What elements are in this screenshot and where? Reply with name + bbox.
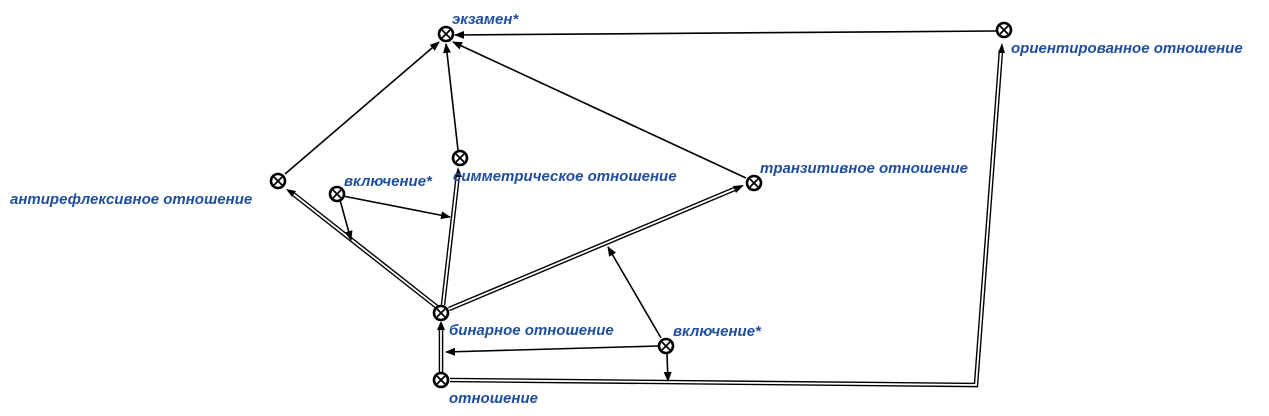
edge-vkl1-to-antiref-edge bbox=[339, 199, 353, 241]
edge-vkl2-to-otnosh-binar-edge bbox=[445, 345, 659, 356]
label-binar: бинарное отношение bbox=[449, 322, 614, 339]
node-vkl1[interactable] bbox=[328, 185, 346, 203]
node-tranz[interactable] bbox=[745, 174, 763, 192]
edge-binar-to-simm bbox=[440, 167, 462, 306]
node-vkl2[interactable] bbox=[657, 337, 675, 355]
edge-simm-to-ekzamen bbox=[443, 43, 459, 151]
edge-vkl1-to-simm-edge bbox=[342, 195, 451, 220]
label-simm: симметрическое отношение bbox=[453, 168, 677, 185]
label-ekzamen: экзамен* bbox=[452, 11, 519, 28]
label-tranz: транзитивное отношение bbox=[760, 160, 968, 177]
edge-vkl2-to-tranz-edge bbox=[607, 246, 662, 339]
node-simm[interactable] bbox=[451, 149, 469, 167]
edge-binar-to-antiref bbox=[286, 189, 439, 309]
edge-orient-to-ekzamen bbox=[454, 30, 997, 39]
label-otnosh: отношение bbox=[449, 390, 538, 407]
label-vkl1: включение* bbox=[344, 173, 433, 190]
edge-binar-to-tranz bbox=[448, 185, 744, 312]
label-antiref: антирефлексивное отношение bbox=[10, 191, 252, 208]
edge-otnosh-to-binar bbox=[437, 321, 445, 372]
node-orient[interactable] bbox=[995, 21, 1013, 39]
edge-antiref-to-ekzamen bbox=[284, 41, 440, 175]
node-otnosh[interactable] bbox=[432, 371, 450, 389]
edge-tranz-to-ekzamen bbox=[452, 41, 747, 179]
edge-vkl2-to-otnosh-orient-edge bbox=[663, 353, 672, 382]
edge-otnosh-to-orient bbox=[449, 43, 1005, 388]
node-binar[interactable] bbox=[432, 304, 450, 322]
label-vkl2: включение* bbox=[673, 323, 762, 340]
label-orient: ориентированное отношение bbox=[1011, 40, 1243, 57]
node-antiref[interactable] bbox=[269, 172, 287, 190]
node-ekzamen[interactable] bbox=[437, 25, 455, 43]
